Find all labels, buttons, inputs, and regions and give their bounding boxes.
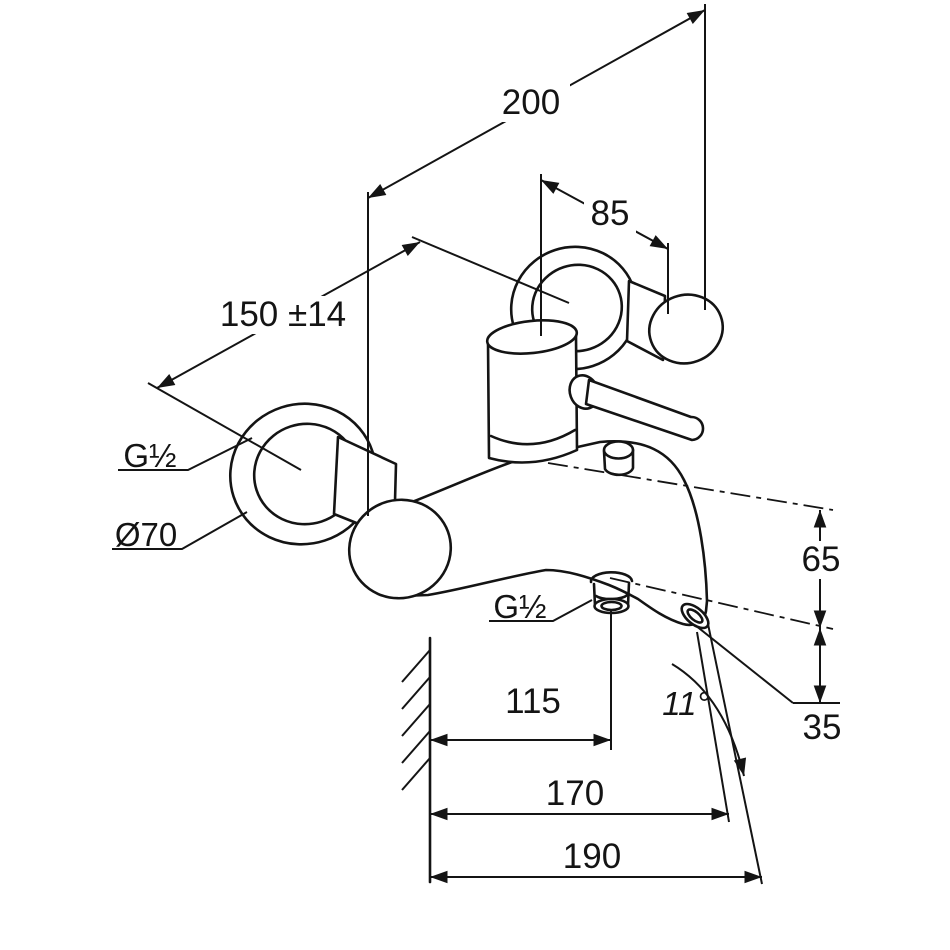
angle-11deg-label: 11° [662, 685, 709, 722]
spout-aerator [680, 602, 710, 630]
hose-outlet [589, 570, 634, 615]
dim-85-text-mask [584, 195, 636, 233]
body-axis-centerline [547, 462, 834, 511]
dim-200-text-mask [492, 84, 570, 122]
dim-190-label: 190 [563, 837, 621, 876]
dim-85-label: 85 [591, 194, 630, 233]
dim-115-label: 115 [505, 682, 561, 721]
dim-65-label: 65 [802, 540, 841, 579]
hose-thread-label: G½ [493, 588, 546, 625]
dim-150-label: 150 ±14 [220, 295, 346, 334]
body-end-cap [347, 498, 453, 600]
dim-170-label: 170 [546, 774, 604, 813]
dim-150-text-mask [212, 296, 354, 334]
cartridge-housing [485, 319, 579, 464]
dim-65-text-mask [799, 541, 843, 579]
dim-35-label: 35 [803, 708, 842, 747]
diverter-knob [602, 440, 635, 477]
label-leaders [112, 437, 593, 622]
lever-handle [568, 374, 705, 442]
inlet-thread-label: G½ [123, 437, 176, 474]
right-union-cap [625, 279, 724, 365]
wall-hatching [401, 649, 431, 791]
outlet-axis-centerline [609, 577, 834, 630]
extension-lines [147, 4, 840, 885]
dim-200-label: 200 [502, 83, 560, 122]
escutcheon-diameter-label: Ø70 [115, 516, 177, 553]
angle-arc-11deg [671, 663, 747, 777]
